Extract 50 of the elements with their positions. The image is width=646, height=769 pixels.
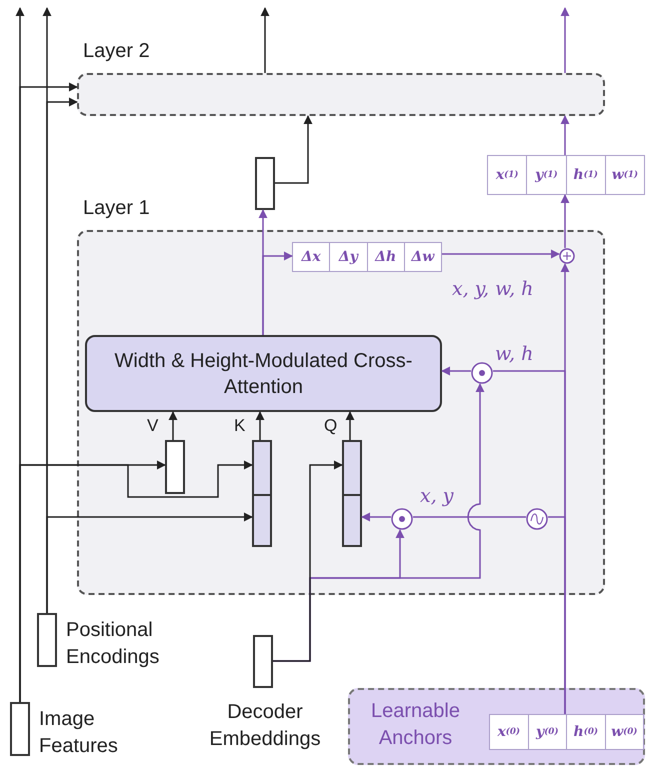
- block-title: Width & Height-Modulated Cross-Attention: [114, 348, 414, 400]
- arrow: [560, 115, 570, 155]
- arrow: [441, 366, 471, 376]
- vector-entry: w$^{(1)}$: [604, 156, 644, 194]
- vector-entry: Δh: [366, 243, 404, 271]
- arrow: [260, 7, 270, 73]
- arrow: [275, 115, 312, 184]
- vector-entry: h$^{(0)}$: [566, 715, 604, 749]
- arrow: [346, 411, 354, 440]
- arrow: [262, 252, 293, 335]
- variable-label: x, y, w, h: [452, 278, 534, 301]
- vector-entry: x$^{(0)}$: [496, 723, 522, 742]
- arrow: [273, 460, 343, 662]
- sine-operator: [526, 508, 548, 530]
- vector-entry: y$^{(0)}$: [528, 715, 566, 749]
- bar-label: Decoder Embeddings: [208, 700, 322, 752]
- vector-entry: h$^{(1)}$: [566, 156, 605, 194]
- arrow: [19, 460, 253, 702]
- bar-label: V: [147, 416, 158, 436]
- anchor-vector-table: [489, 714, 644, 750]
- arrow: [361, 512, 391, 522]
- arrow: [442, 250, 560, 258]
- vector-entry: Δx: [300, 248, 322, 267]
- arrow: [256, 411, 264, 440]
- bar-label: Image Features: [39, 707, 119, 759]
- vector-entry: Δy: [329, 243, 366, 271]
- multiply-operator: [391, 508, 413, 530]
- layer-title: Layer 1: [83, 196, 150, 220]
- variable-label: x, y: [420, 485, 454, 508]
- bar-label: Q: [324, 416, 338, 436]
- arrow: [560, 7, 570, 73]
- vector-entry: y$^{(1)}$: [526, 156, 566, 194]
- bar-label: K: [234, 416, 246, 436]
- vector-entry: Δw: [404, 243, 441, 271]
- layer-title: Layer 2: [83, 39, 150, 63]
- anchors-panel: [348, 688, 645, 765]
- variable-label: w, h: [495, 343, 534, 366]
- add-operator: [559, 248, 575, 264]
- arrow: [168, 411, 178, 440]
- vector-entry: w$^{(0)}$: [604, 715, 643, 749]
- panel-title: Learnable Anchors: [370, 699, 461, 751]
- output-vector-bar: [255, 157, 275, 210]
- offset-vector-table: [292, 242, 442, 272]
- multiply-operator: [471, 362, 493, 384]
- arrow: [46, 512, 253, 613]
- arrow: [560, 194, 570, 248]
- vector-entry: x$^{(1)}$: [494, 166, 520, 185]
- bar-label: Positional Encodings: [66, 618, 160, 670]
- attention-block: [85, 335, 442, 412]
- anchor-vector-table: [487, 155, 645, 195]
